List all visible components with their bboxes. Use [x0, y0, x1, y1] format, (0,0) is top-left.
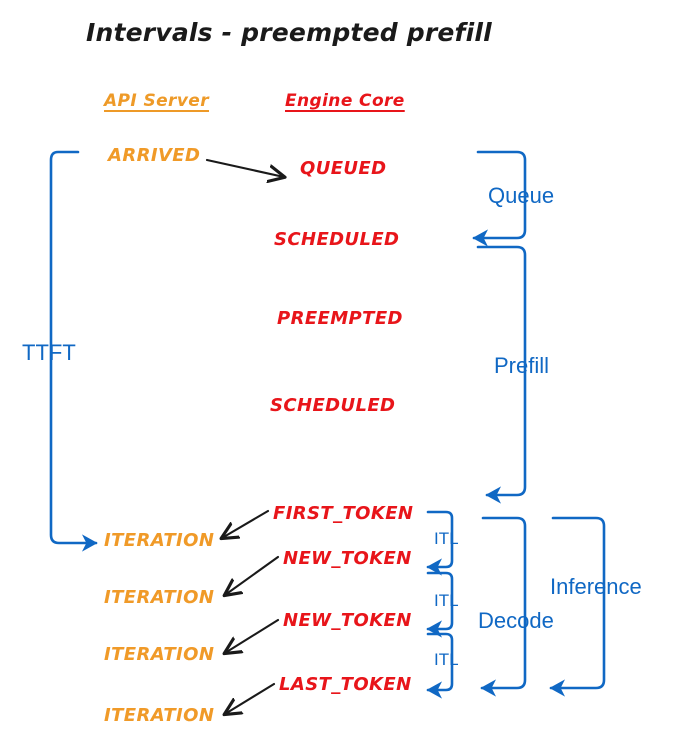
event-new-token-2: NEW_TOKEN [283, 610, 412, 631]
event-iteration-3: ITERATION [104, 644, 215, 665]
first-token-arrow [222, 509, 270, 538]
interval-label-itl-2: ITL [434, 591, 459, 610]
event-queued: QUEUED [300, 158, 387, 179]
interval-label-prefill: Prefill [494, 353, 550, 378]
interval-label-inference: Inference [550, 574, 642, 599]
event-scheduled-2: SCHEDULED [270, 395, 396, 416]
last-token-arrow [225, 682, 276, 714]
interval-label-ttft: TTFT [22, 340, 76, 365]
event-preempted: PREEMPTED [277, 308, 403, 329]
event-scheduled-1: SCHEDULED [274, 229, 400, 250]
event-iteration-4: ITERATION [104, 705, 215, 726]
interval-label-itl-3: ITL [434, 650, 459, 669]
arrived-to-queued-arrow [205, 158, 284, 177]
new-token-arrow-2 [225, 618, 280, 653]
decode-bracket [480, 516, 527, 697]
event-new-token-1: NEW_TOKEN [283, 548, 412, 569]
event-iteration-1: ITERATION [104, 530, 215, 551]
column-header-engine-core: Engine Core [285, 91, 405, 111]
page-title: Intervals - preempted prefill [86, 18, 492, 47]
event-last-token: LAST_TOKEN [279, 674, 412, 695]
interval-label-decode: Decode [478, 608, 554, 633]
event-arrived: ARRIVED [108, 145, 201, 166]
interval-label-queue: Queue [488, 183, 555, 208]
interval-label-itl-1: ITL [434, 529, 459, 548]
new-token-arrow-1 [225, 555, 280, 595]
event-first-token: FIRST_TOKEN [273, 503, 414, 524]
column-header-api-server: API Server [104, 91, 210, 111]
event-iteration-2: ITERATION [104, 587, 215, 608]
inference-bracket [549, 516, 606, 697]
